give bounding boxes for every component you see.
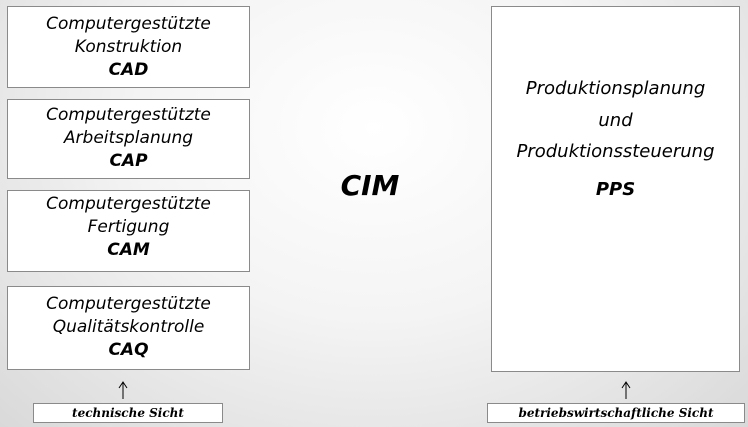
caq-line2: Qualitätskontrolle [52, 317, 205, 337]
cap-box: Computergestützte Arbeitsplanung CAP [7, 99, 250, 179]
cap-abbr: CAP [109, 151, 148, 171]
caq-box: Computergestützte Qualitätskontrolle CAQ [7, 286, 250, 370]
cim-label: CIM [340, 169, 400, 202]
economic-view-label: betriebswirtschaftliche Sicht [487, 403, 745, 423]
cad-line2: Konstruktion [74, 37, 183, 57]
pps-line1: Produktionsplanung [525, 78, 706, 99]
caq-line1: Computergestützte [46, 294, 211, 314]
cad-abbr: CAD [108, 60, 149, 80]
pps-abbr: PPS [595, 179, 636, 200]
caq-abbr: CAQ [108, 340, 149, 360]
cad-box: Computergestützte Konstruktion CAD [7, 6, 250, 88]
cam-line2: Fertigung [87, 217, 170, 237]
cam-line1: Computergestützte [46, 194, 211, 214]
cap-line2: Arbeitsplanung [63, 128, 194, 148]
pps-box: Produktionsplanung und Produktionssteuer… [491, 6, 740, 372]
cad-line1: Computergestützte [46, 14, 211, 34]
pps-line3: Produktionssteuerung [516, 141, 715, 162]
cap-line1: Computergestützte [46, 105, 211, 125]
pps-line2: und [598, 110, 633, 131]
cam-box: Computergestützte Fertigung CAM [7, 190, 250, 272]
arrow-up-icon [118, 381, 128, 399]
arrow-up-icon [621, 381, 631, 399]
cam-abbr: CAM [107, 240, 150, 260]
technical-view-label: technische Sicht [33, 403, 223, 423]
